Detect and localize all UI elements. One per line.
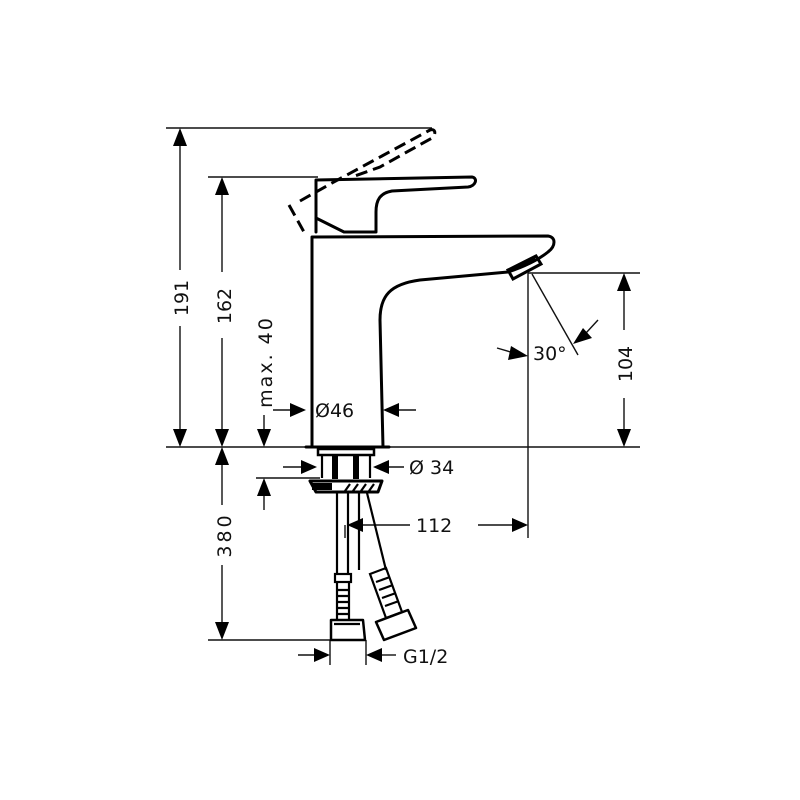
dimension-191 (173, 128, 187, 447)
faucet-body (304, 234, 556, 449)
dim-max40-label: max. 40 (255, 316, 277, 408)
dimension-30deg (496, 273, 599, 360)
dim-380-label: 380 (214, 512, 236, 557)
dimension-dia46 (273, 403, 416, 417)
lever-handle-open-dashed (287, 128, 437, 233)
lever-handle (314, 175, 477, 234)
dim-30deg-label: 30° (533, 343, 567, 365)
dimension-104 (617, 273, 631, 447)
dim-dia46-label: Ø46 (315, 400, 354, 422)
dim-191-label: 191 (171, 280, 193, 316)
mounting-shank (308, 447, 384, 494)
dim-162-label: 162 (214, 288, 236, 324)
dimension-max40 (257, 415, 271, 510)
dim-112-label: 112 (416, 515, 452, 537)
dimension-g12 (298, 640, 396, 665)
dim-g12-label: G1/2 (403, 646, 448, 668)
supply-hoses (329, 492, 418, 642)
dimension-380 (215, 447, 229, 640)
dim-dia34-label: Ø 34 (409, 457, 454, 479)
dimension-162 (215, 177, 229, 447)
dimension-dia34 (283, 460, 404, 474)
dim-104-label: 104 (615, 346, 637, 382)
reference-lines (166, 127, 640, 641)
